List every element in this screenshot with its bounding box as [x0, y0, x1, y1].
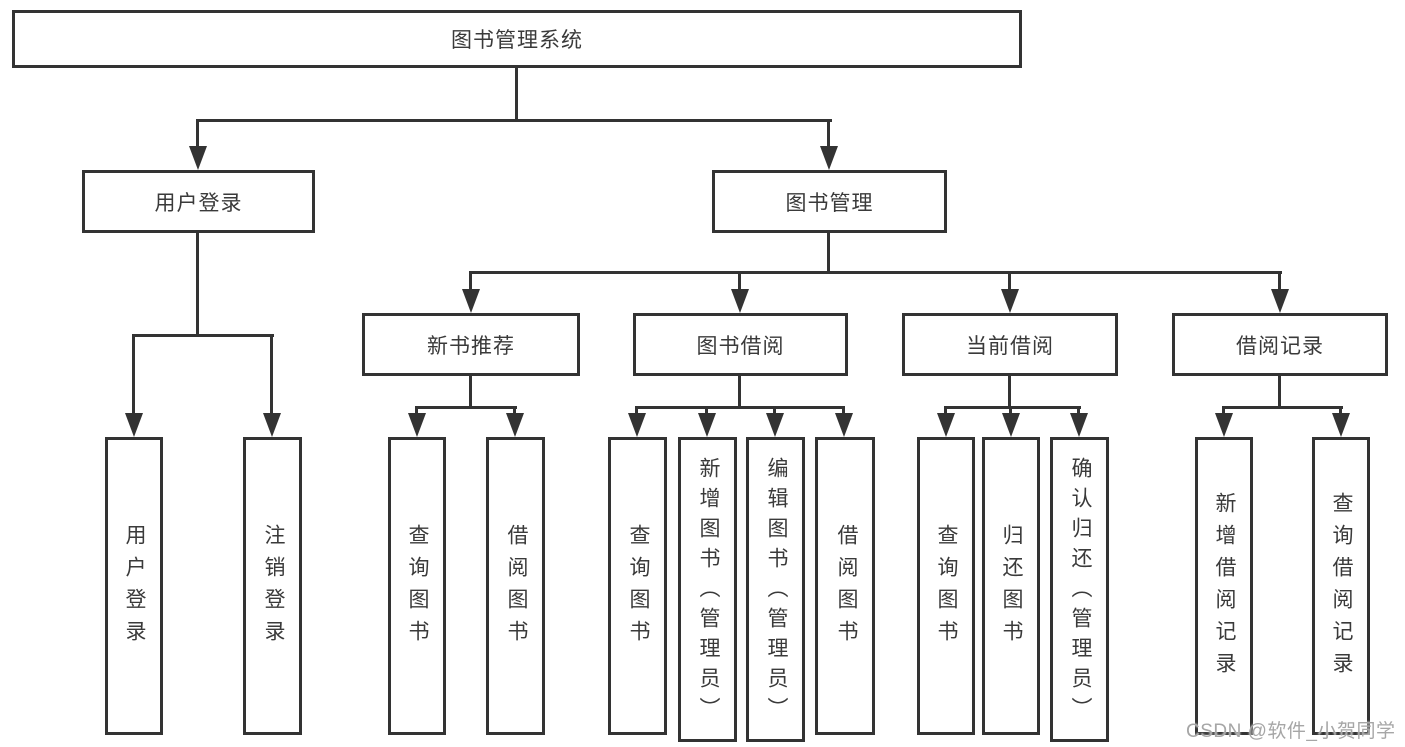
node-leaf-borrow-books-2: 借阅图书	[815, 437, 875, 735]
node-label: 图书管理系统	[451, 29, 583, 52]
node-leaf-user-login: 用户登录	[105, 437, 163, 735]
node-label: 图书借阅	[696, 334, 785, 358]
arrowhead-down-icon	[1002, 413, 1020, 437]
connector-book-borrow-bus	[635, 406, 845, 409]
arrowhead-down-icon	[1001, 289, 1019, 313]
connector-current-borrow-bus	[944, 406, 1081, 409]
connector-stub	[132, 334, 135, 416]
node-leaf-confirm-return-admin: 确认归还（管理员）	[1050, 437, 1109, 742]
arrowhead-down-icon	[125, 413, 143, 437]
arrowhead-down-icon	[731, 289, 749, 313]
arrowhead-down-icon	[263, 413, 281, 437]
connector-stub	[1339, 406, 1342, 416]
node-leaf-query-borrow-record: 查询借阅记录	[1312, 437, 1370, 735]
connector-stub	[944, 406, 947, 416]
arrowhead-down-icon	[189, 146, 207, 170]
node-leaf-add-borrow-record: 新增借阅记录	[1195, 437, 1253, 735]
connector-stub	[705, 406, 708, 416]
connector-new-rec-stem	[469, 376, 472, 409]
node-label: 用户登录	[154, 191, 243, 215]
connector-level2-bus	[196, 119, 832, 122]
node-library-management-system: 图书管理系统	[12, 10, 1022, 68]
arrowhead-down-icon	[766, 413, 784, 437]
node-leaf-borrow-books-1: 借阅图书	[486, 437, 545, 735]
node-book-management: 图书管理	[712, 170, 947, 233]
node-borrowing-records: 借阅记录	[1172, 313, 1388, 376]
node-label: 当前借阅	[966, 334, 1054, 358]
connector-stub	[1009, 406, 1012, 416]
node-leaf-add-books-admin: 新增图书（管理员）	[678, 437, 737, 742]
node-label: 借阅记录	[1236, 334, 1324, 358]
connector-stub	[513, 406, 516, 416]
connector-stub	[773, 406, 776, 416]
connector-stub	[842, 406, 845, 416]
connector-stub	[1008, 271, 1011, 291]
connector-user-login-stem	[196, 233, 199, 337]
node-leaf-query-books-2: 查询图书	[608, 437, 667, 735]
arrowhead-down-icon	[937, 413, 955, 437]
node-leaf-logout: 注销登录	[243, 437, 302, 735]
node-leaf-return-books: 归还图书	[982, 437, 1040, 735]
connector-stub	[1278, 271, 1281, 291]
arrowhead-down-icon	[462, 289, 480, 313]
connector-records-stem	[1278, 376, 1281, 409]
arrowhead-down-icon	[698, 413, 716, 437]
connector-stub	[1222, 406, 1225, 416]
node-leaf-edit-books-admin: 编辑图书（管理员）	[746, 437, 805, 742]
connector-stub	[635, 406, 638, 416]
connector-stub	[270, 334, 273, 416]
connector-new-rec-bus	[415, 406, 517, 409]
connector-user-login-bus	[132, 334, 274, 337]
arrowhead-down-icon	[820, 146, 838, 170]
arrowhead-down-icon	[1215, 413, 1233, 437]
node-leaf-query-books-1: 查询图书	[388, 437, 446, 735]
arrowhead-down-icon	[1271, 289, 1289, 313]
connector-book-borrow-stem	[738, 376, 741, 409]
connector-stub	[738, 271, 741, 291]
node-leaf-query-books-3: 查询图书	[917, 437, 975, 735]
csdn-watermark: CSDN @软件_小贺同学	[1186, 721, 1396, 742]
arrowhead-down-icon	[1332, 413, 1350, 437]
arrowhead-down-icon	[628, 413, 646, 437]
connector-book-mgmt-stem	[827, 233, 830, 274]
arrowhead-down-icon	[408, 413, 426, 437]
connector-level3-bus	[469, 271, 1282, 274]
node-current-borrowing: 当前借阅	[902, 313, 1118, 376]
connector-stub	[827, 119, 830, 149]
node-new-book-recommend: 新书推荐	[362, 313, 580, 376]
node-user-login: 用户登录	[82, 170, 315, 233]
node-label: 图书管理	[785, 191, 874, 215]
connector-stub	[415, 406, 418, 416]
connector-current-borrow-stem	[1008, 376, 1011, 409]
connector-stub	[1077, 406, 1080, 416]
connector-root-stem	[515, 68, 518, 122]
node-label: 新书推荐	[427, 334, 515, 358]
connector-stub	[469, 271, 472, 291]
arrowhead-down-icon	[506, 413, 524, 437]
arrowhead-down-icon	[1070, 413, 1088, 437]
connector-records-bus	[1222, 406, 1343, 409]
arrowhead-down-icon	[835, 413, 853, 437]
connector-stub	[196, 119, 199, 149]
node-book-borrowing: 图书借阅	[633, 313, 848, 376]
